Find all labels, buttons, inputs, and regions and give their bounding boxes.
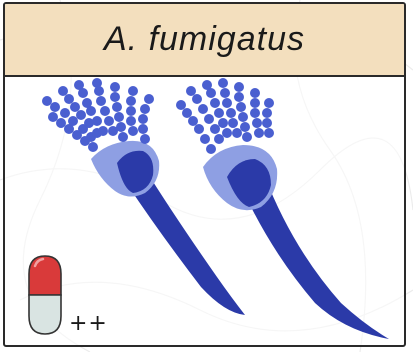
conidiophore-illustration: ++ bbox=[5, 77, 404, 347]
species-title: A. fumigatus bbox=[104, 20, 305, 59]
fungus-card: A. fumigatus bbox=[3, 2, 406, 347]
capsule-icon bbox=[27, 254, 63, 336]
card-header: A. fumigatus bbox=[5, 4, 404, 77]
conidiophore-right bbox=[176, 78, 389, 339]
drug-susceptibility-label: ++ bbox=[69, 311, 108, 336]
